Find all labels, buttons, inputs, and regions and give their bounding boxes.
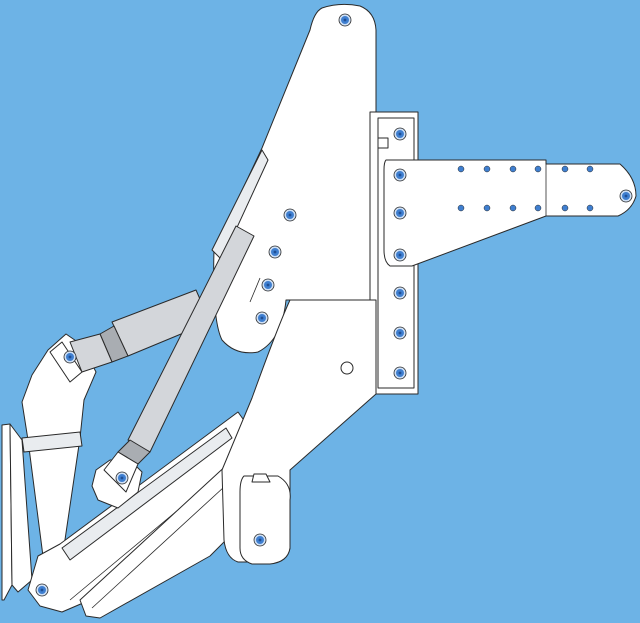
lever-mark [249,277,261,303]
bolt-icon [255,311,269,325]
hole-group [340,165,594,375]
hole-icon [483,204,491,212]
pivot-icon [340,361,354,375]
lower-long-arm [27,411,259,613]
bolt-icon [619,189,633,203]
bolt-icon [35,583,49,597]
left-swing-arm [21,333,97,565]
hole-icon [586,165,594,173]
bolt-group [35,13,633,597]
hole-icon [534,165,542,173]
bolt-icon [115,471,129,485]
bolt-icon [63,350,77,364]
hole-icon [586,204,594,212]
hole-icon [561,165,569,173]
gas-spring-cylinder [49,289,211,383]
bolt-icon [393,286,407,300]
slotted-lug [239,473,291,565]
diagonal-strut [211,149,269,261]
bolt-icon [393,206,407,220]
bolt-icon [393,326,407,340]
hole-icon [457,204,465,212]
hole-icon [534,204,542,212]
bolt-icon [393,366,407,380]
hole-icon [483,165,491,173]
hole-icon [457,165,465,173]
bolt-icon [393,248,407,262]
rear-mount-bracket [1,423,33,601]
horizontal-extension-plate [383,159,637,267]
bolt-icon [283,208,297,222]
bolt-icon [268,245,282,259]
hole-icon [509,204,517,212]
bolt-icon [261,278,275,292]
bolt-icon [338,13,352,27]
bolt-icon [393,127,407,141]
bolt-icon [393,168,407,182]
bolt-icon [253,533,267,547]
hole-icon [561,204,569,212]
hole-icon [509,165,517,173]
